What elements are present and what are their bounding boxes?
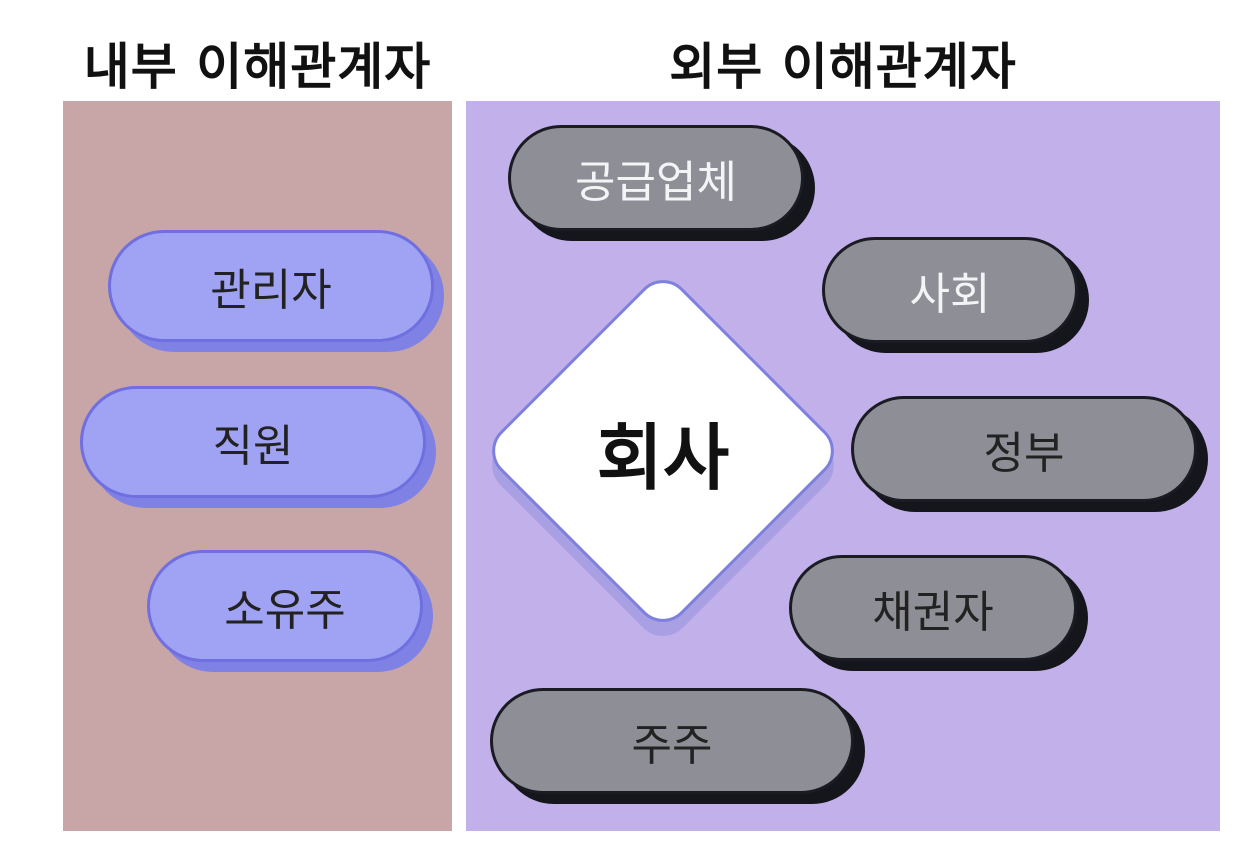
node-government: 정부	[851, 396, 1197, 502]
node-creditors: 채권자	[789, 555, 1077, 661]
company-label: 회사	[596, 415, 730, 500]
node-shareholders: 주주	[490, 688, 854, 794]
node-manager: 관리자	[108, 230, 434, 342]
node-employees: 직원	[80, 386, 426, 498]
external-stakeholders-heading: 외부 이해관계자	[669, 38, 1017, 96]
node-owners: 소유주	[147, 550, 423, 662]
node-suppliers: 공급업체	[508, 125, 804, 231]
internal-stakeholders-heading: 내부 이해관계자	[83, 38, 432, 96]
node-society: 사회	[822, 237, 1078, 343]
